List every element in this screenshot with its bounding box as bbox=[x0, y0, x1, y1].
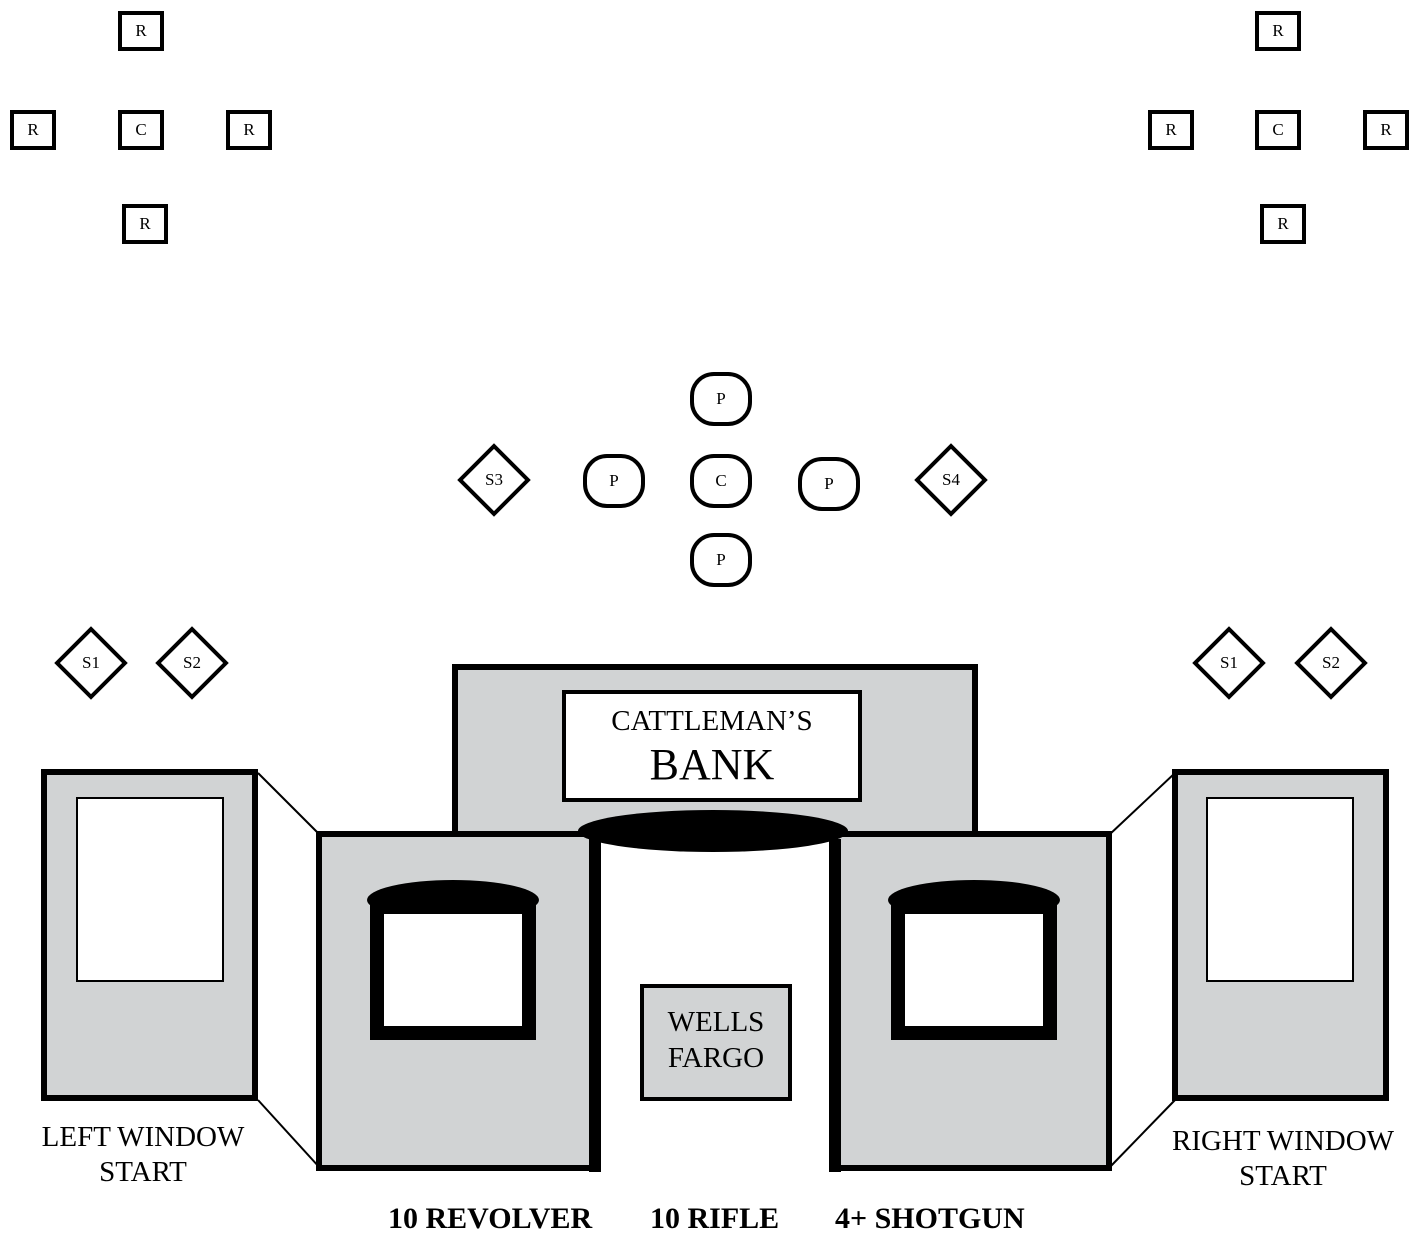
bank-sign-line1: CATTLEMAN’S bbox=[611, 705, 813, 737]
rifle-target: R bbox=[122, 204, 168, 244]
shotgun-target-label: S1 bbox=[82, 653, 100, 672]
rifle-target: R bbox=[10, 110, 56, 150]
left-window-start-label: LEFT WINDOW START bbox=[18, 1120, 268, 1190]
rifle-target: R bbox=[1255, 11, 1301, 51]
rifle-target: R bbox=[1260, 204, 1306, 244]
bank-sign-line2: BANK bbox=[649, 740, 775, 789]
right-label-line1: RIGHT WINDOW bbox=[1171, 1125, 1395, 1157]
pistol-target: P bbox=[583, 454, 645, 508]
pistol-target: P bbox=[690, 372, 752, 426]
wells-fargo-box: WELLS FARGO bbox=[640, 984, 792, 1101]
rifle-target: R bbox=[1363, 110, 1409, 150]
center-target: C bbox=[118, 110, 164, 150]
left-label-line2: START bbox=[99, 1156, 187, 1188]
bank-sign: CATTLEMAN’S BANK bbox=[562, 690, 862, 802]
shotgun-target-right-s1: S1 bbox=[1192, 626, 1266, 700]
shotgun-target-label: S1 bbox=[1220, 653, 1238, 672]
pistol-target: P bbox=[798, 457, 860, 511]
pistol-target: P bbox=[690, 533, 752, 587]
center-target: C bbox=[1255, 110, 1301, 150]
left-label-line1: LEFT WINDOW bbox=[41, 1121, 245, 1153]
shotgun-target-label: S4 bbox=[942, 470, 960, 489]
right-window-opening bbox=[1206, 797, 1354, 982]
ammo-rifle: 10 RIFLE bbox=[650, 1202, 780, 1235]
rifle-target: R bbox=[1148, 110, 1194, 150]
shotgun-target-left-s2: S2 bbox=[155, 626, 229, 700]
shotgun-target-label: S2 bbox=[183, 653, 201, 672]
ammo-revolver: 10 REVOLVER bbox=[388, 1202, 593, 1235]
shotgun-target-s4: S4 bbox=[914, 443, 988, 517]
rifle-target: R bbox=[118, 11, 164, 51]
left-window-opening bbox=[76, 797, 224, 982]
connector-line bbox=[1108, 772, 1176, 836]
shotgun-target-right-s2: S2 bbox=[1294, 626, 1368, 700]
right-bank-window bbox=[891, 900, 1057, 1040]
doorway-left-post bbox=[589, 839, 601, 1172]
shotgun-target-left-s1: S1 bbox=[54, 626, 128, 700]
right-window-start-label: RIGHT WINDOW START bbox=[1148, 1124, 1418, 1194]
shotgun-target-label: S2 bbox=[1322, 653, 1340, 672]
wells-fargo-line2: FARGO bbox=[667, 1042, 765, 1074]
connector-line bbox=[257, 772, 321, 836]
shotgun-target-label: S3 bbox=[485, 470, 503, 489]
rifle-target: R bbox=[226, 110, 272, 150]
doorway-arch bbox=[578, 810, 848, 852]
right-label-line2: START bbox=[1239, 1160, 1327, 1192]
center-target: C bbox=[690, 454, 752, 508]
shotgun-target-s3: S3 bbox=[457, 443, 531, 517]
left-bank-window bbox=[370, 900, 536, 1040]
wells-fargo-line1: WELLS bbox=[667, 1006, 765, 1038]
doorway-right-post bbox=[829, 839, 841, 1172]
ammo-shotgun: 4+ SHOTGUN bbox=[835, 1202, 1025, 1235]
